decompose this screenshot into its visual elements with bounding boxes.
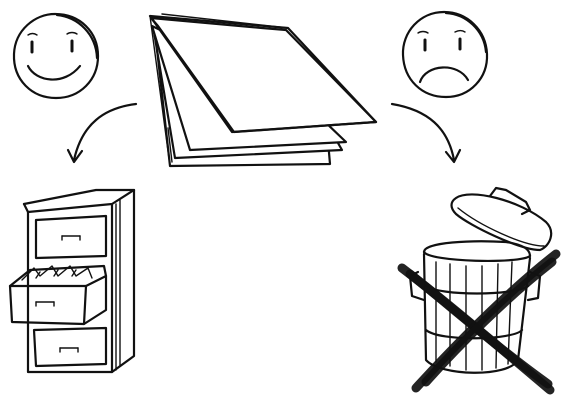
curved-arrow-right-icon	[392, 104, 460, 162]
paper-stack-icon	[150, 14, 376, 166]
curved-arrow-left-icon	[68, 104, 136, 162]
happy-face-icon	[14, 14, 98, 98]
filing-cabinet-icon	[10, 190, 134, 372]
sad-face-icon	[403, 12, 487, 97]
